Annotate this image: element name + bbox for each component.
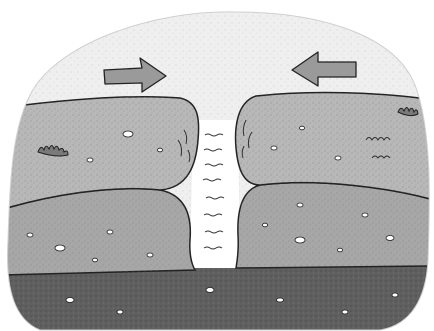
right-plate-lower-layer <box>236 183 434 268</box>
right-plate-top-layer <box>236 93 434 200</box>
